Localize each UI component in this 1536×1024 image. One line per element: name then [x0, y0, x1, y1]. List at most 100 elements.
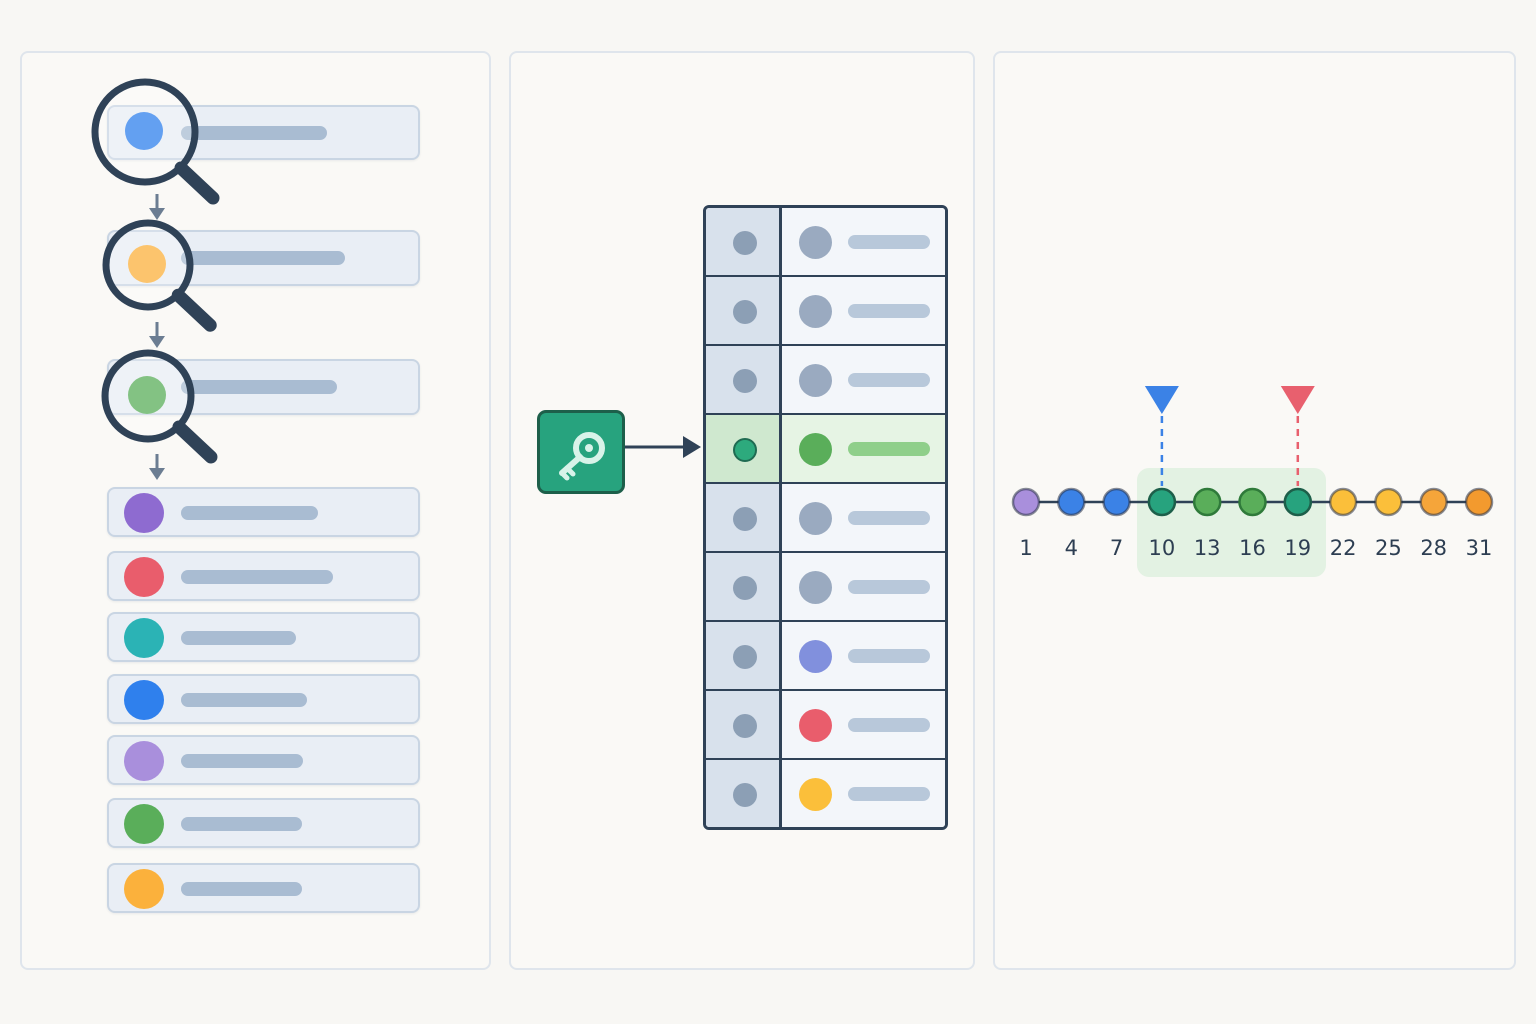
- row-value-cell: [782, 277, 945, 344]
- search-key: [537, 410, 625, 494]
- magnifier-icon: [101, 349, 218, 464]
- value-text-bar: [848, 649, 930, 663]
- value-text-bar: [848, 304, 930, 318]
- table-row: [706, 484, 945, 553]
- value-dot: [799, 640, 832, 673]
- sorted-sequence: [1011, 386, 1494, 517]
- item-text-bar: [181, 251, 345, 265]
- table-row: [706, 691, 945, 760]
- item-dot: [128, 245, 166, 283]
- value-text-bar: [848, 235, 930, 249]
- item-text-bar: [181, 570, 333, 584]
- range-start-marker: [1144, 386, 1179, 486]
- row-value-cell: [782, 208, 945, 275]
- magnifier-icon: [91, 78, 220, 205]
- down-arrow-icon: [149, 454, 165, 480]
- value-text-bar: [848, 718, 930, 732]
- item-text-bar: [181, 882, 302, 896]
- item-text-bar: [181, 380, 337, 394]
- item-dot: [125, 112, 163, 150]
- node-label: 22: [1329, 536, 1357, 560]
- node-label: 31: [1465, 536, 1493, 560]
- key-dot: [733, 231, 757, 255]
- sequence-node: [1374, 487, 1403, 517]
- sequence-node: [1464, 487, 1494, 517]
- node-label: 25: [1375, 536, 1402, 560]
- row-key-cell: [706, 208, 782, 275]
- table-row: [706, 346, 945, 415]
- item-dot: [128, 376, 166, 414]
- row-key-cell: [706, 346, 782, 413]
- table-row: [706, 553, 945, 622]
- table-row: [706, 208, 945, 277]
- sequence-node: [1147, 487, 1177, 517]
- row-key-cell: [706, 760, 782, 827]
- value-text-bar: [848, 511, 930, 525]
- item-text-bar: [181, 125, 327, 140]
- row-key-cell: [706, 622, 782, 689]
- row-key-cell: [706, 277, 782, 344]
- item-text-bar: [181, 817, 302, 831]
- node-label: 7: [1109, 536, 1124, 560]
- item-dot: [124, 557, 164, 597]
- hash-table: [703, 205, 948, 830]
- row-key-cell: [706, 691, 782, 758]
- row-value-cell: [782, 484, 945, 551]
- node-label: 19: [1284, 536, 1312, 560]
- list-item: [107, 863, 420, 913]
- value-dot: [799, 778, 832, 811]
- node-label: 13: [1193, 536, 1221, 560]
- list-item: [107, 487, 420, 537]
- row-value-cell: [782, 346, 945, 413]
- item-text-bar: [181, 693, 307, 707]
- key-dot: [733, 438, 757, 462]
- sequence-node: [1011, 487, 1041, 517]
- value-text-bar: [848, 787, 930, 801]
- range-highlight: [1137, 468, 1326, 577]
- magnifier-icon: [102, 219, 217, 332]
- value-dot: [799, 571, 832, 604]
- row-value-cell: [782, 415, 945, 482]
- item-dot: [124, 493, 164, 533]
- list-item: [107, 551, 420, 601]
- node-label: 4: [1064, 536, 1078, 560]
- node-label: 10: [1148, 536, 1176, 560]
- sequence-node: [1102, 487, 1131, 517]
- value-text-bar: [848, 580, 930, 594]
- row-value-cell: [782, 760, 945, 827]
- row-value-cell: [782, 691, 945, 758]
- value-dot: [799, 502, 832, 535]
- value-dot: [799, 709, 832, 742]
- key-dot: [733, 645, 757, 669]
- down-arrow-icon: [149, 322, 165, 348]
- down-arrow-icon: [149, 194, 165, 220]
- row-value-cell: [782, 553, 945, 620]
- list-item: [107, 612, 420, 662]
- row-value-cell: [782, 622, 945, 689]
- list-item: [107, 735, 420, 785]
- key-dot: [733, 300, 757, 324]
- value-text-bar: [848, 442, 930, 456]
- key-dot: [733, 576, 757, 600]
- lookup-arrow: [625, 436, 701, 458]
- item-dot: [124, 804, 164, 844]
- list-item: [107, 798, 420, 848]
- item-dot: [124, 869, 164, 909]
- table-row: [706, 760, 945, 827]
- item-text-bar: [181, 506, 318, 520]
- list-item: [107, 105, 420, 160]
- value-text-bar: [848, 373, 930, 387]
- row-key-cell: [706, 484, 782, 551]
- key-dot: [733, 507, 757, 531]
- sequence-node: [1057, 487, 1086, 517]
- key-dot: [733, 783, 757, 807]
- row-key-cell: [706, 415, 782, 482]
- item-dot: [124, 741, 164, 781]
- node-label: 28: [1420, 536, 1448, 560]
- sequence-node: [1238, 487, 1267, 517]
- value-dot: [799, 364, 832, 397]
- item-text-bar: [181, 631, 296, 645]
- node-label: 1: [1019, 536, 1033, 560]
- node-label: 16: [1239, 536, 1266, 560]
- table-row-match: [706, 415, 945, 484]
